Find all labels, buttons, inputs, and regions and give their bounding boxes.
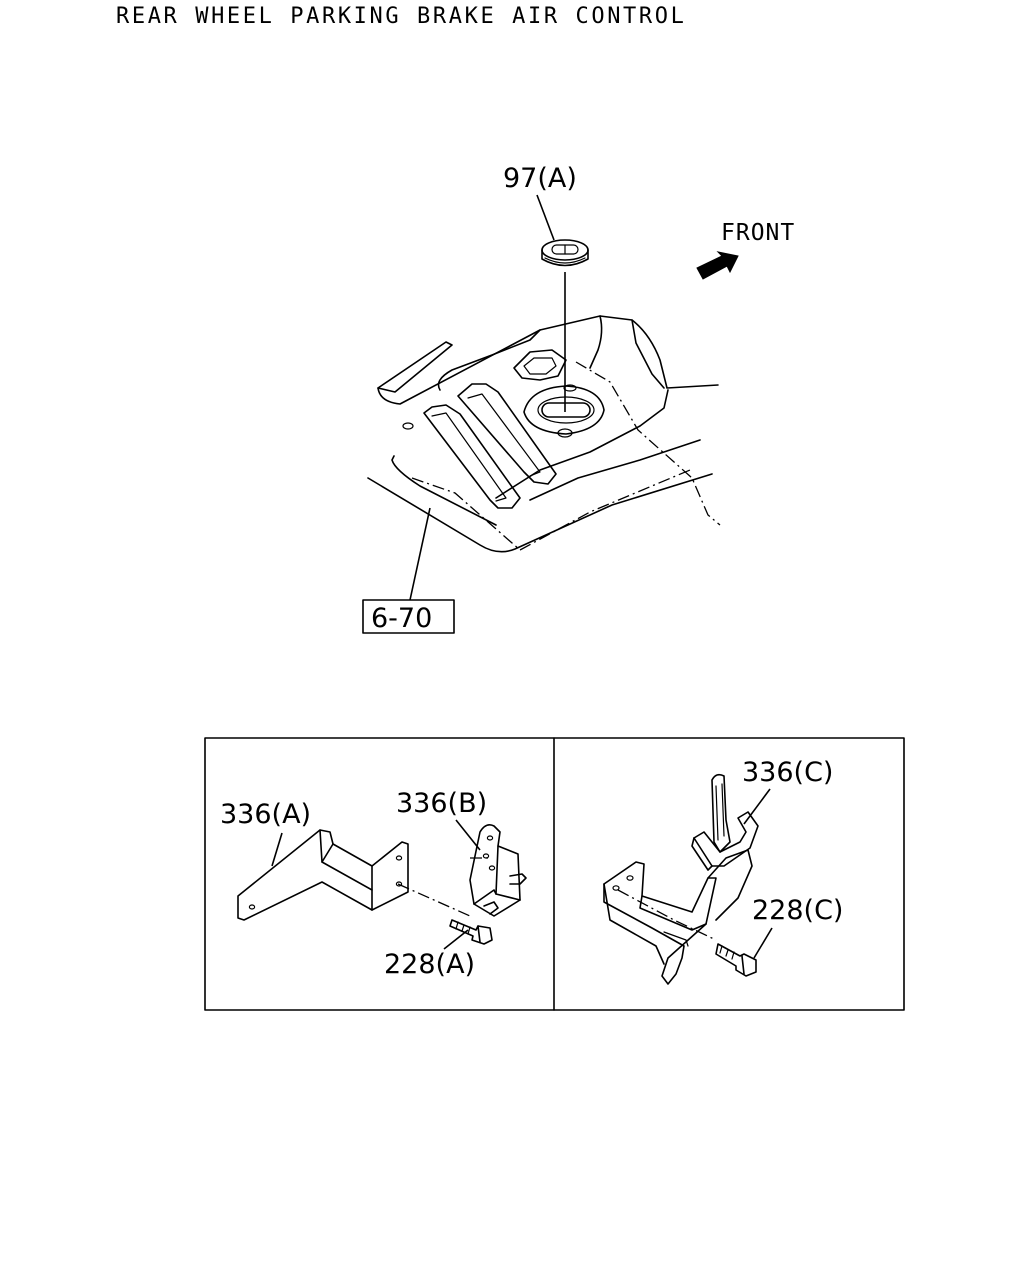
bracket-336a-part[interactable] (237, 829, 409, 921)
detail-right: 336(C) (603, 757, 843, 985)
callout-6-70-label[interactable]: 6-70 (371, 603, 432, 634)
top-assembly-view: 97(A) FRONT (362, 163, 795, 634)
bolt-a-install-line (397, 883, 471, 917)
callout-336b-leader (455, 819, 481, 851)
detail-left: 336(A) 336(B) (220, 788, 527, 980)
callout-6-70-box (362, 599, 455, 634)
callout-228c-leader (753, 927, 773, 959)
callout-228a-label[interactable]: 228(A) (384, 949, 475, 980)
bolt-228c-part[interactable] (715, 943, 757, 977)
callout-97a-label[interactable]: 97(A) (503, 163, 577, 194)
page-title: REAR WHEEL PARKING BRAKE AIR CONTROL (116, 4, 687, 29)
callout-97a-leader (536, 194, 555, 241)
callout-6-70-leader (409, 507, 431, 601)
floor-panel-part[interactable] (367, 315, 721, 553)
front-label: FRONT (721, 220, 795, 246)
grommet-part[interactable] (541, 239, 589, 267)
callout-336c-leader (743, 788, 771, 825)
callout-228a-leader (443, 929, 469, 950)
callout-336a-label[interactable]: 336(A) (220, 799, 311, 830)
callout-336c-label[interactable]: 336(C) (742, 757, 833, 788)
bolt-c-install-line (617, 889, 717, 941)
callout-228c-label[interactable]: 228(C) (752, 895, 843, 926)
bracket-336b-part[interactable] (469, 824, 527, 917)
callout-336a-leader (271, 832, 283, 867)
front-arrow-icon (696, 251, 739, 280)
detail-panels: 336(A) 336(B) (204, 737, 905, 1011)
bolt-228a-part[interactable] (449, 919, 493, 945)
callout-336b-label[interactable]: 336(B) (396, 788, 487, 819)
